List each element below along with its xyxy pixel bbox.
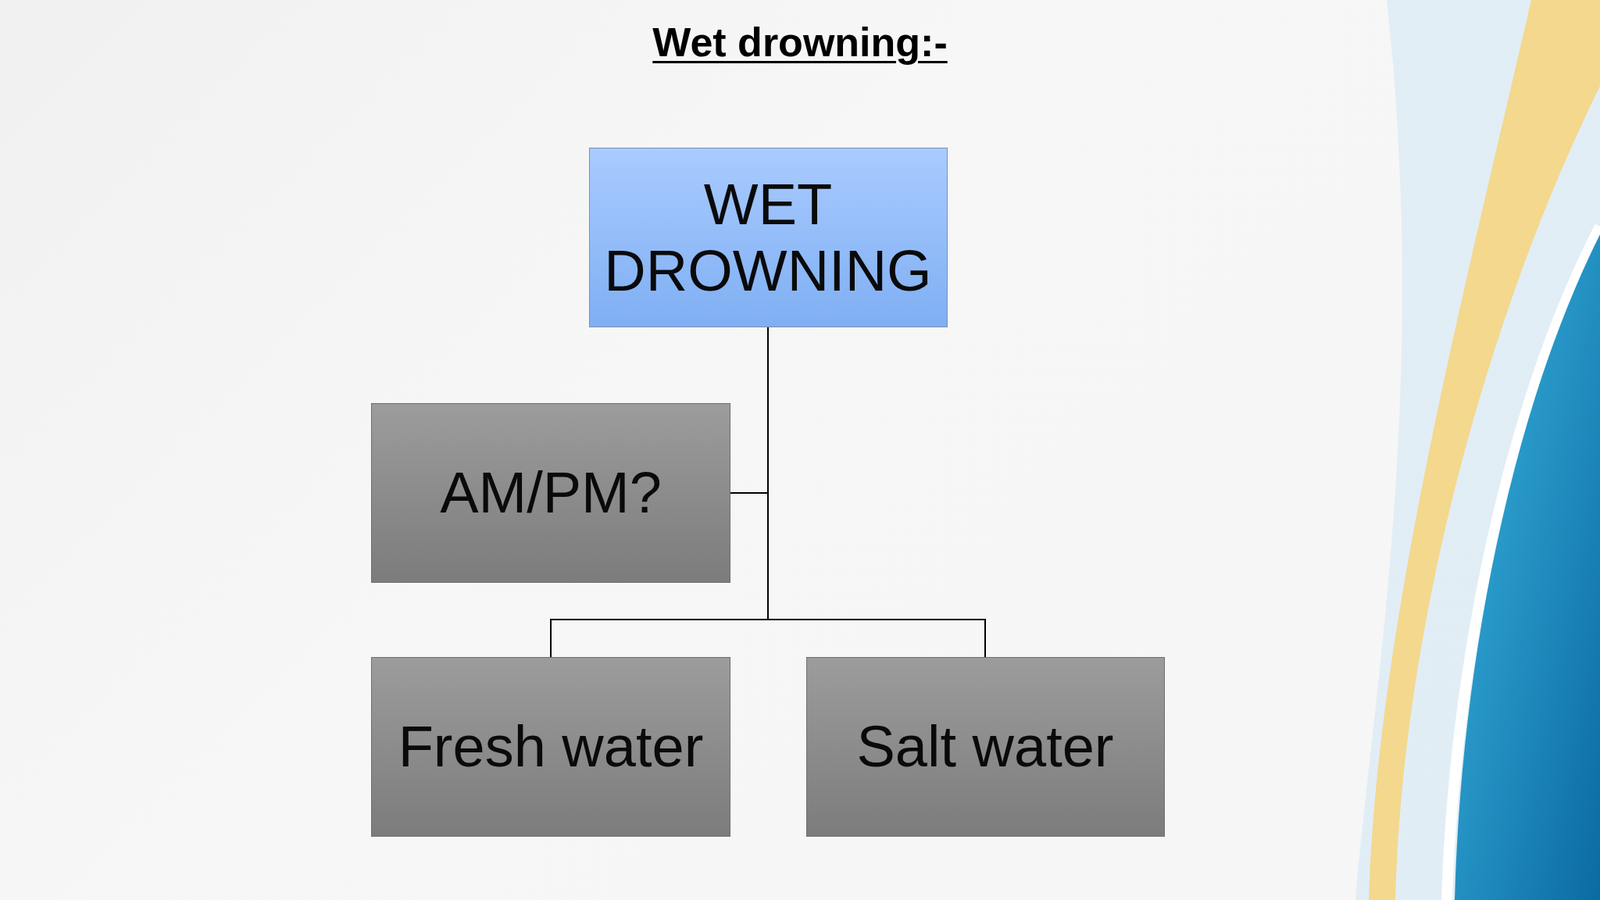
box-label: Salt water [848, 713, 1122, 780]
branch-box: Fresh water [371, 657, 731, 837]
box-label: AM/PM? [432, 459, 670, 526]
slide-title: Wet drowning:- [0, 18, 1600, 66]
tree-connector [767, 327, 986, 658]
blue-band [1454, 234, 1600, 900]
pale-band [1355, 0, 1600, 900]
branch-box: AM/PM? [371, 403, 731, 583]
box-label: WET DROWNING [589, 171, 947, 304]
white-stripe [1446, 226, 1600, 900]
root-box: WET DROWNING [589, 147, 948, 328]
box-label: Fresh water [390, 713, 712, 780]
yellow-band [1368, 0, 1600, 900]
tree-connector [730, 327, 768, 493]
branch-box: Salt water [806, 657, 1165, 837]
